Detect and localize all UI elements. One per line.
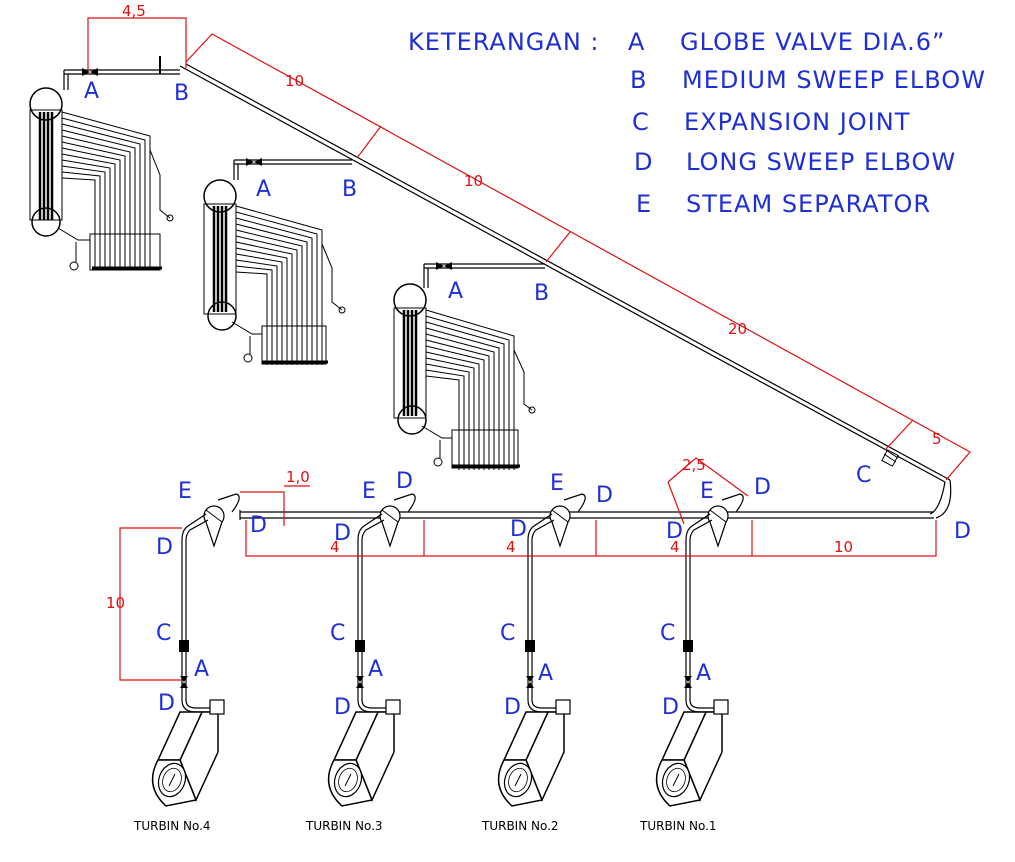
turbine-unit-2	[497, 493, 586, 807]
label-d-unit-4: D	[156, 535, 173, 560]
legend-heading: KETERANGAN :	[408, 28, 599, 56]
legend: KETERANGAN : A GLOBE VALVE DIA.6” B MEDI…	[408, 28, 986, 218]
dim-header-gap-3: 4	[670, 538, 680, 556]
label-c-unit-2: C	[500, 621, 515, 646]
label-c-unit-3: C	[330, 621, 345, 646]
legend-code-e: E	[636, 190, 652, 218]
label-d-unit-2-bottom: D	[504, 695, 521, 720]
label-e-unit-3: E	[362, 479, 376, 504]
label-d-main: D	[954, 519, 971, 544]
label-a-boiler-2: A	[256, 177, 271, 202]
dim-main-seg-1: 10	[285, 72, 304, 90]
label-a-boiler-1: A	[84, 79, 99, 104]
boiler-branch-3	[423, 262, 545, 288]
turbine-body-unit-2	[497, 699, 571, 807]
turbine-labels: TURBIN No.4 TURBIN No.3 TURBIN No.2 TURB…	[133, 819, 717, 833]
legend-code-b: B	[630, 66, 647, 94]
turbine-unit-1	[655, 493, 744, 807]
turbine-unit-3	[327, 493, 416, 807]
label-b-boiler-1: B	[174, 81, 189, 106]
label-d-unit-4-bottom: D	[158, 691, 175, 716]
globe-valve-unit-1	[684, 676, 692, 682]
globe-valve-unit-4	[180, 676, 188, 682]
label-d-unit-3-bottom: D	[334, 695, 351, 720]
label-c-unit-4: C	[156, 621, 171, 646]
turbine-label-2: TURBIN No.2	[481, 819, 559, 833]
dim-separator-offset-2: 2,5	[682, 456, 706, 474]
legend-code-a: A	[628, 28, 645, 56]
expansion-joint-unit-2	[525, 640, 535, 652]
label-e-unit-4: E	[178, 479, 192, 504]
turbine-unit-4	[151, 493, 240, 807]
boiler-1	[29, 87, 174, 271]
label-d-unit-1: D	[666, 519, 683, 544]
dim-separator-offset: 1,0	[286, 468, 310, 486]
dim-header-gap-1: 4	[330, 538, 340, 556]
turbine-body-unit-4	[151, 699, 225, 807]
component-labels: A B A B A B C D E D D C A D E D D C A D …	[84, 79, 971, 720]
label-c-unit-1: C	[660, 621, 675, 646]
expansion-joint-unit-1	[683, 640, 693, 652]
turbine-body-unit-3	[327, 699, 401, 807]
label-d-unit-3-top: D	[396, 469, 413, 494]
expansion-joint-unit-4	[179, 640, 189, 652]
label-a-boiler-3: A	[448, 279, 463, 304]
dim-top-width: 4,5	[122, 2, 146, 20]
steam-header	[239, 510, 934, 520]
label-d-unit-2-top: D	[596, 483, 613, 508]
boiler-2	[203, 179, 346, 365]
label-b-boiler-2: B	[342, 177, 357, 202]
dim-main-seg-4: 5	[932, 430, 942, 448]
label-e-unit-1: E	[700, 479, 714, 504]
turbine-units	[151, 493, 744, 807]
legend-text-e: STEAM SEPARATOR	[686, 190, 931, 218]
turbine-label-3: TURBIN No.3	[305, 819, 383, 833]
legend-text-c: EXPANSION JOINT	[684, 108, 910, 136]
label-a-unit-2: A	[538, 661, 553, 686]
dim-main-seg-3: 20	[728, 320, 747, 338]
label-d-unit-2: D	[510, 517, 527, 542]
dim-header-end: 10	[834, 538, 853, 556]
label-a-unit-1: A	[696, 661, 711, 686]
turbine-label-1: TURBIN No.1	[639, 819, 717, 833]
dim-header-gap-2: 4	[506, 538, 516, 556]
label-d-unit-4-top: D	[250, 513, 267, 538]
globe-valve-unit-2	[526, 676, 534, 682]
label-d-unit-1-bottom: D	[662, 695, 679, 720]
label-d-unit-3: D	[334, 521, 351, 546]
expansion-joint-unit-3	[355, 640, 365, 652]
label-c-main: C	[856, 463, 871, 488]
label-a-unit-3: A	[368, 657, 383, 682]
main-steam-line	[179, 63, 952, 519]
boiler-branch-2	[233, 158, 352, 180]
turbine-body-unit-1	[655, 699, 729, 807]
legend-text-b: MEDIUM SWEEP ELBOW	[682, 66, 986, 94]
dimension-lines: 4,5 10 10 20 5 1,0 2,5 4 4 4 10 10	[87, 2, 971, 681]
legend-text-d: LONG SWEEP ELBOW	[686, 148, 956, 176]
label-d-unit-1-top: D	[754, 475, 771, 500]
boiler-branch-1	[63, 56, 180, 90]
globe-valve-unit-3	[356, 676, 364, 682]
label-b-boiler-3: B	[534, 281, 549, 306]
dim-vertical-drop: 10	[106, 594, 125, 612]
legend-code-c: C	[632, 108, 650, 136]
boiler-3	[393, 283, 536, 470]
legend-text-a: GLOBE VALVE DIA.6”	[680, 28, 945, 56]
label-e-unit-2: E	[550, 471, 564, 496]
dim-main-seg-2: 10	[464, 172, 483, 190]
turbine-label-4: TURBIN No.4	[133, 819, 211, 833]
label-a-unit-4: A	[194, 657, 209, 682]
legend-code-d: D	[634, 148, 653, 176]
